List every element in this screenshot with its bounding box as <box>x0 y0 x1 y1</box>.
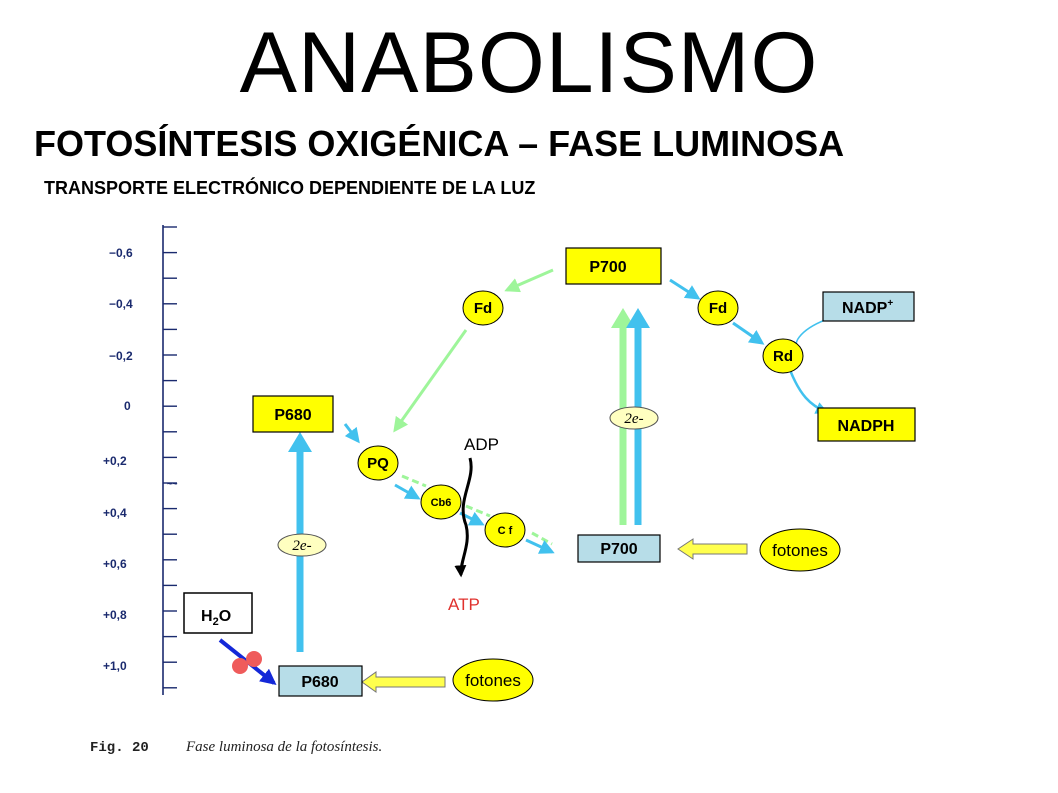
photon-arrow-ps1 <box>677 538 748 560</box>
nadp-box <box>822 291 915 322</box>
p680-excited-label: P680 <box>274 407 311 424</box>
nadph-arrow <box>788 369 829 414</box>
electrons-oval-ps2 <box>277 533 327 557</box>
photons-label-ps1: fotones <box>772 541 828 560</box>
p700-excited-label: P700 <box>589 259 626 276</box>
h2o-label: H2O <box>201 608 231 628</box>
fd-label: Fd <box>709 300 727 317</box>
axis-label-pos06: +0,6 <box>103 557 127 571</box>
cb6-label: Cb6 <box>431 497 452 509</box>
page-subtitle: FOTOSÍNTESIS OXIGÉNICA – FASE LUMINOSA <box>34 123 845 164</box>
fd-cyclic-oval <box>462 290 504 326</box>
fd-cyclic-label: Fd <box>474 300 492 317</box>
axis-marker: ~~ <box>167 479 178 489</box>
axis-label-neg06: −0,6 <box>109 246 133 260</box>
cyclic-arrow-fd-pq <box>393 329 468 433</box>
electrons-label-ps1: 2e- <box>624 411 643 427</box>
photons-oval-ps2 <box>452 658 534 702</box>
page-title: ANABOLISMO <box>239 15 819 111</box>
p700-ground-box <box>577 534 661 563</box>
electrons-label-ps2: 2e- <box>292 538 311 554</box>
cf-oval <box>484 512 526 548</box>
rd-label: Rd <box>773 348 793 365</box>
cf-label: C f <box>498 525 513 537</box>
p680-ground-label: P680 <box>301 674 338 691</box>
adp-label: ADP <box>464 435 499 454</box>
fd-oval <box>697 290 739 326</box>
figure-caption: Fase luminosa de la fotosíntesis. <box>185 739 382 755</box>
chain-arrow-p700-fd <box>669 278 701 300</box>
nadp-link <box>795 319 826 351</box>
cyclic-arrow-p700-fd <box>504 268 554 293</box>
rd-oval <box>762 338 804 374</box>
figure-number: Fig. 20 <box>90 740 149 756</box>
axis-label-neg02: −0,2 <box>109 349 133 363</box>
photons-label-ps2: fotones <box>465 671 521 690</box>
axis-ticks <box>163 226 177 689</box>
p700-ground-label: P700 <box>600 541 637 558</box>
axis-label-pos10: +1,0 <box>103 659 127 673</box>
chain-arrow-fd-rd <box>732 321 765 345</box>
axis-label-pos08: +0,8 <box>103 608 127 622</box>
cb6-oval <box>420 484 462 520</box>
oxygen-atom-2 <box>246 651 262 667</box>
pq-oval <box>357 445 399 481</box>
chain-arrow-p680-pq <box>343 423 360 444</box>
chain-arrow-pq-cb6 <box>394 483 421 500</box>
oxygen-atom-1 <box>232 658 248 674</box>
nadph-label: NADPH <box>838 418 895 435</box>
nadp-label: NADP+ <box>842 298 893 317</box>
axis-label-zero: 0 <box>124 399 131 413</box>
axis-label-pos02: +0,2 <box>103 454 127 468</box>
chain-arrow-cf-p700 <box>525 538 555 554</box>
electrons-oval-ps1 <box>609 406 659 430</box>
pq-label: PQ <box>367 455 389 472</box>
page-subsubtitle: TRANSPORTE ELECTRÓNICO DEPENDIENTE DE LA… <box>44 178 536 198</box>
redox-axis: −0,6 −0,4 −0,2 0 +0,2 ~~ +0,4 +0,6 +0,8 … <box>103 225 178 695</box>
atp-synthesis-arrow <box>454 457 473 578</box>
p680-ground-box <box>278 665 363 697</box>
photon-arrow-ps2 <box>361 671 446 693</box>
photons-oval-ps1 <box>759 528 841 572</box>
axis-label-neg04: −0,4 <box>109 297 133 311</box>
atp-label: ATP <box>448 595 480 614</box>
h2o-box <box>183 592 253 634</box>
nadph-box <box>817 407 916 442</box>
axis-label-pos04: +0,4 <box>103 506 127 520</box>
p700-excited-box <box>565 247 662 285</box>
p680-excited-box <box>252 395 334 433</box>
